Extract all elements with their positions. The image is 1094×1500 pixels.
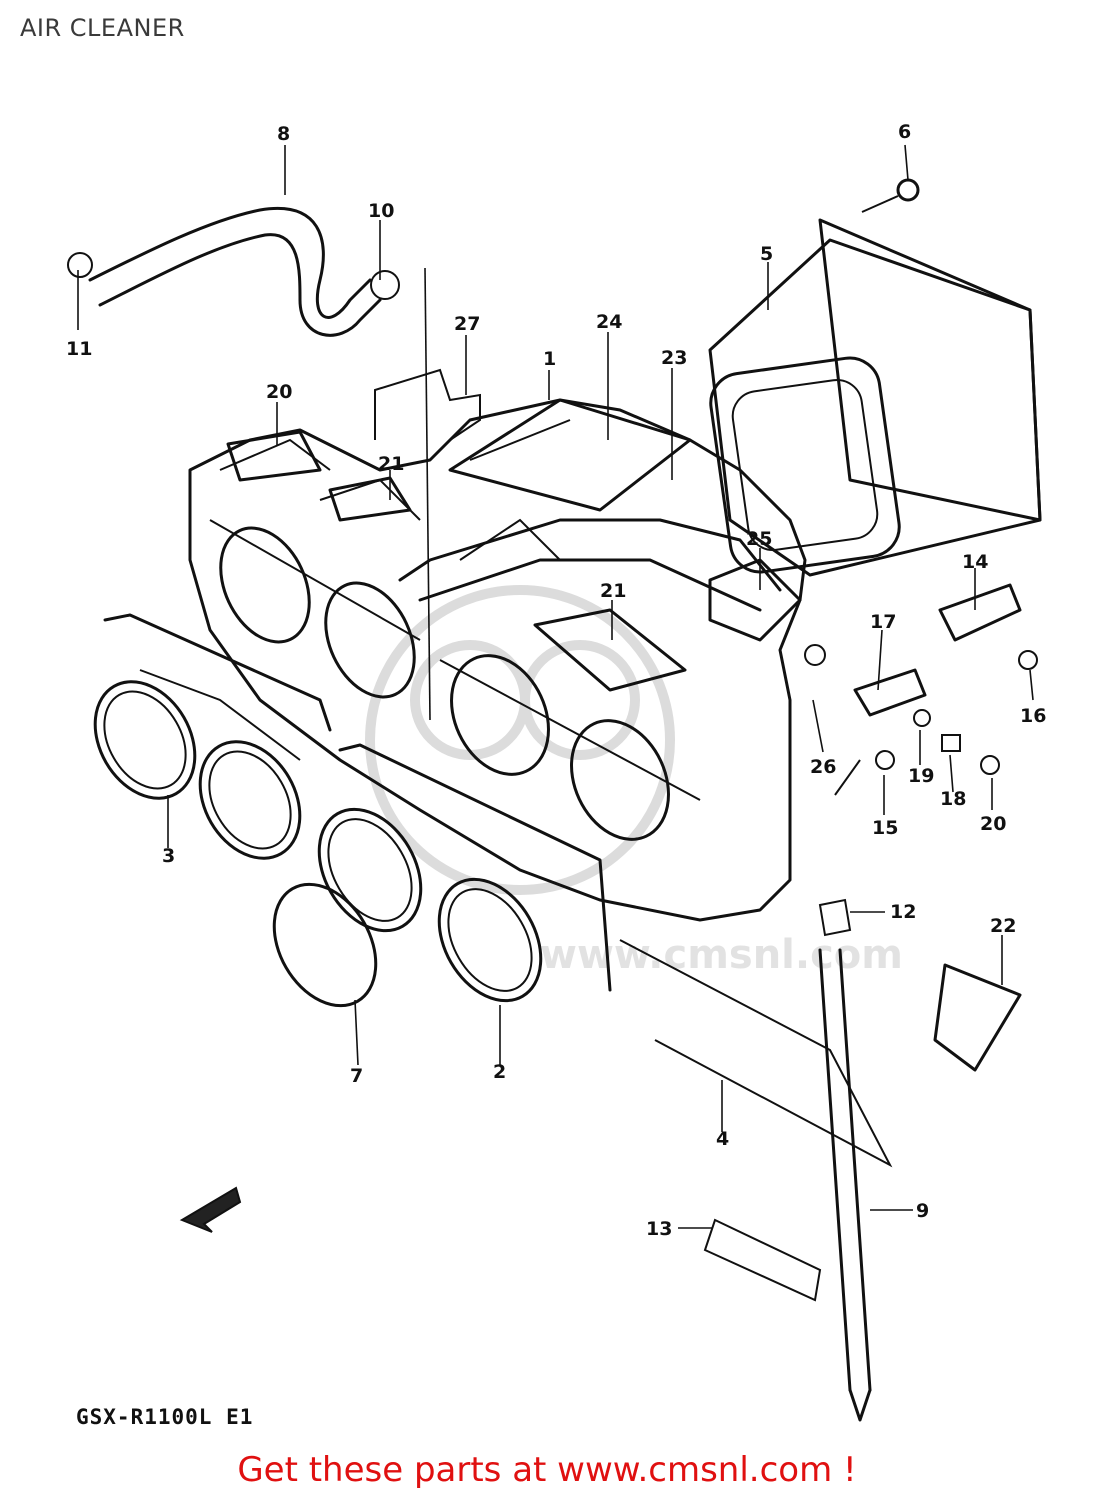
callout-5: 5 — [760, 243, 773, 265]
callout-9: 9 — [916, 1200, 929, 1222]
callout-17: 17 — [870, 611, 896, 633]
air-cleaner-element — [708, 218, 1042, 577]
callout-21a: 20 — [266, 381, 292, 403]
breather-hose — [67, 207, 400, 337]
callout-21b: 21 — [378, 453, 404, 475]
label-22 — [933, 963, 1022, 1072]
callout-15: 15 — [872, 817, 898, 839]
callout-25: 25 — [746, 528, 772, 550]
intake-pipes-right — [272, 743, 612, 1008]
air-cleaner-case — [188, 368, 807, 922]
callout-23: 23 — [661, 347, 687, 369]
leader-lines — [77, 144, 1034, 1229]
callout-2: 2 — [493, 1061, 506, 1083]
callout-20: 20 — [980, 813, 1006, 835]
callout-11: 11 — [66, 338, 92, 360]
rod-4 — [619, 939, 893, 1168]
callout-1: 1 — [543, 348, 556, 370]
callout-22: 22 — [990, 915, 1016, 937]
callout-26: 26 — [810, 756, 836, 778]
callout-13: 13 — [646, 1218, 672, 1240]
drain-tube — [703, 898, 872, 1422]
callout-16: 16 — [1020, 705, 1046, 727]
callout-21c: 21 — [600, 580, 626, 602]
watermark-text: www.cmsnl.com — [540, 932, 903, 978]
front-arrow-icon — [179, 1186, 242, 1233]
callout-19: 19 — [908, 765, 934, 787]
callout-7: 7 — [350, 1065, 363, 1087]
callout-4: 4 — [716, 1128, 729, 1150]
mounting-hardware — [804, 583, 1038, 796]
model-code: GSX-R1100L E1 — [76, 1405, 254, 1429]
callout-6: 6 — [898, 121, 911, 143]
callout-24: 24 — [596, 311, 622, 333]
callout-8: 8 — [277, 123, 290, 145]
intake-pipes-left — [93, 613, 332, 860]
callout-27: 27 — [454, 313, 480, 335]
promo-link[interactable]: Get these parts at www.cmsnl.com ! — [237, 1450, 857, 1490]
screw-6 — [861, 178, 920, 213]
callout-10: 10 — [368, 200, 394, 222]
callout-12: 12 — [890, 901, 916, 923]
callout-3: 3 — [162, 845, 175, 867]
callout-14: 14 — [962, 551, 988, 573]
page-title: AIR CLEANER — [20, 14, 185, 42]
callout-18: 18 — [940, 788, 966, 810]
callout-numbers: 8 10 11 6 5 27 24 1 23 20 21 21 25 14 17… — [66, 121, 1046, 1240]
